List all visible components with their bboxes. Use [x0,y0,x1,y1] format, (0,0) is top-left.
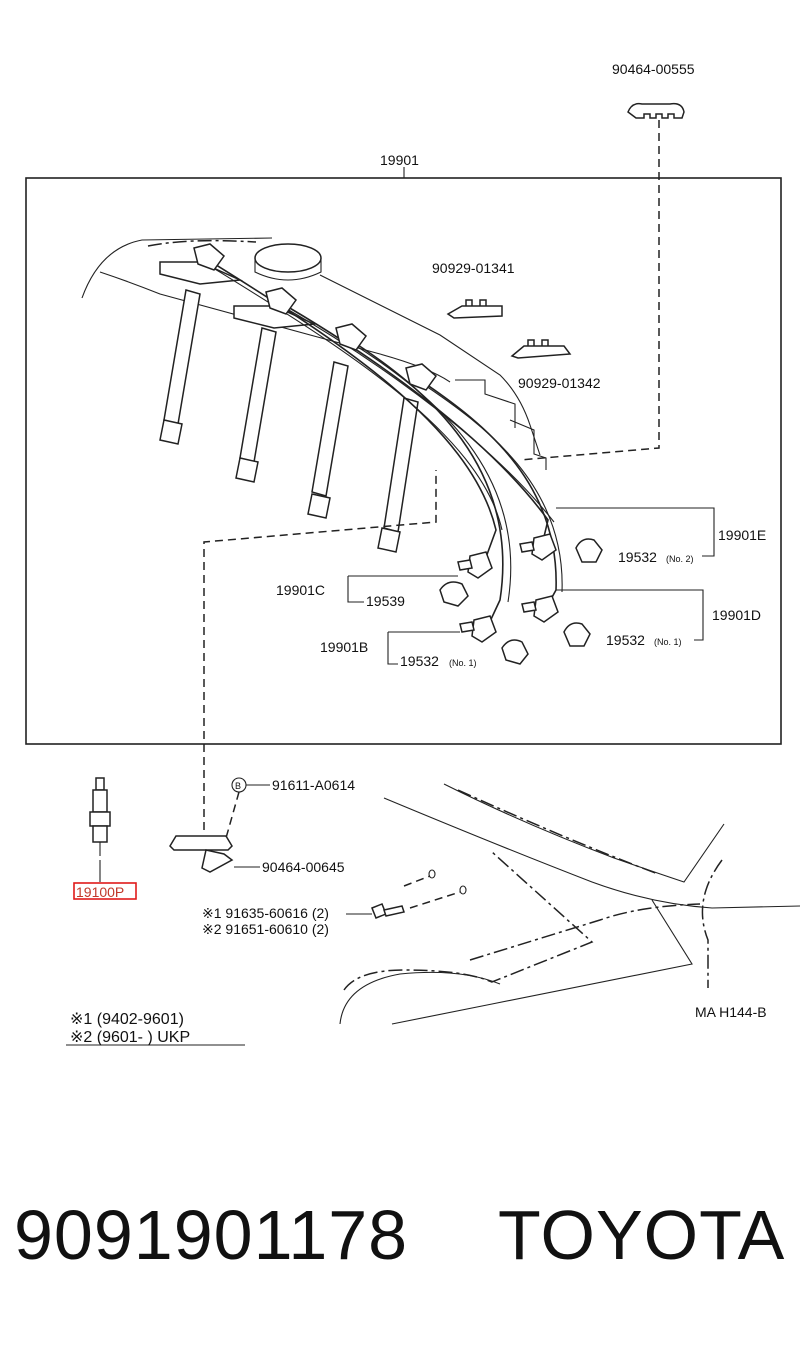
clamp-top-icon [627,102,685,119]
label-cap-no1-code: 19532 [606,632,645,648]
label-cord-e: 19901E [718,527,766,543]
vehicle-outline [339,783,800,1025]
head-plate-2 [233,305,317,329]
brand-name: TOYOTA [498,1196,786,1274]
label-cap-no2-suffix: (No. 2) [666,554,694,564]
boot-c-icon [439,581,469,607]
label-bolt1: ※1 91635-60616 (2) [202,905,329,921]
label-bolt-b: 91611-A0614 [272,777,355,793]
bolt-dash-2 [409,891,461,909]
label-cap-no1-suffix: (No. 1) [654,637,682,647]
plug-tube-1 [159,289,201,445]
clamp-top-dash [519,120,660,461]
bracket-b [387,631,460,665]
label-main-set: 19901 [380,152,419,168]
cap-b-icon [501,639,529,665]
label-clamp-a: 90929-01341 [432,260,515,276]
label-cap-no2-code: 19532 [618,549,657,565]
bolt-icon [371,903,405,919]
label-cap-b-code: 19532 [400,653,439,669]
label-cap-b-suffix: (No. 1) [449,658,477,668]
cord-end-e [519,533,557,561]
plug-tube-2 [235,327,277,483]
label-ref: MA H144-B [695,1004,767,1020]
label-spark-plug: 19100P [76,884,124,900]
engine-outline [81,237,547,470]
bolt-hole-2 [459,885,467,895]
label-boot-c: 19539 [366,593,405,609]
clamp-b-icon [510,339,572,359]
note-2: ※2 (9601- ) UKP [70,1029,190,1046]
label-cord-c: 19901C [276,582,325,598]
label-cord-d: 19901D [712,607,761,623]
spark-plug-highlight [73,882,137,900]
bracket-d [556,589,704,641]
plug-tube-4 [377,397,419,553]
cord-end-c [457,551,493,579]
label-clamp-bottom: 90464-00645 [262,859,345,875]
part-number: 9091901178 [14,1196,409,1274]
clamp-a-icon [446,299,503,319]
label-cord-b: 19901B [320,639,368,655]
cap-no1-icon [563,622,591,647]
label-clamp-b: 90929-01342 [518,375,601,391]
note-1: ※1 (9402-9601) [70,1011,184,1028]
bolt-hole-1 [428,869,436,879]
cord-end-b [459,615,497,643]
label-bolt2: ※2 91651-60610 (2) [202,921,329,937]
b-marker-dash [225,791,240,839]
clamp-bottom-dash [203,470,437,830]
bolt-dash-1 [403,875,431,887]
label-b-marker: B [235,781,241,791]
footer: 9091901178 TOYOTA [0,1195,800,1305]
ignition-cords [193,243,563,631]
spark-plug-icon [89,777,111,882]
plug-tube-3 [307,361,349,519]
bracket-e [556,507,715,557]
bracket-c [347,575,458,603]
head-plate-1 [159,261,243,285]
cord-end-d [521,595,559,623]
label-clamp-top: 90464-00555 [612,61,695,77]
cap-no2-icon [575,538,603,563]
clamp-bottom-icon [169,835,234,873]
